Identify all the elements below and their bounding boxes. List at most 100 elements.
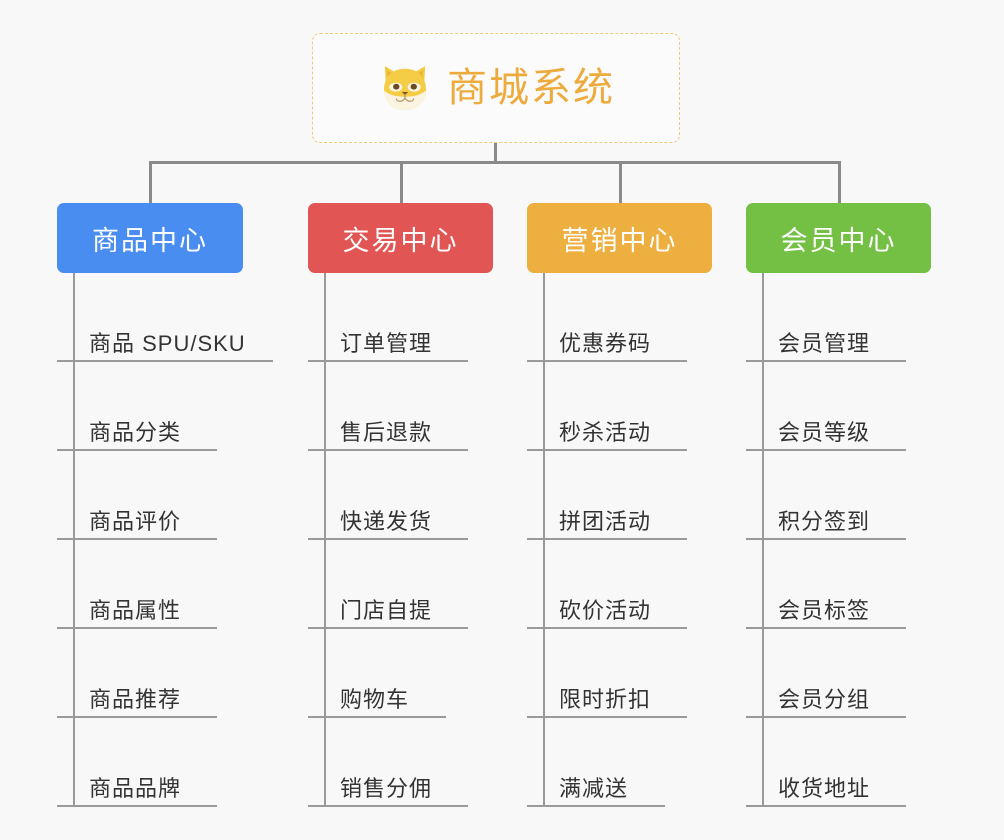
leaf-item[interactable]: 积分签到 (746, 451, 906, 540)
leaf-underline (57, 805, 217, 807)
leaf-item[interactable]: 会员分组 (746, 629, 906, 718)
category-label-2: 交易中心 (342, 225, 459, 256)
leaf-underline (527, 449, 687, 451)
branch-spine-1 (73, 273, 75, 807)
leaf-label: 订单管理 (340, 330, 433, 356)
category-box-4[interactable]: 会员中心 (746, 203, 931, 273)
leaf-label: 秒杀活动 (559, 419, 652, 445)
leaf-underline (308, 449, 468, 451)
leaf-item[interactable]: 订单管理 (308, 273, 468, 362)
leaf-item[interactable]: 砍价活动 (527, 540, 687, 629)
leaf-underline (308, 716, 446, 718)
branch-column-1: 商品中心 商品 SPU/SKU 商品分类 商品评价 商品属性 商品推荐 (57, 203, 273, 807)
leaf-underline (746, 360, 906, 362)
shiba-dog-face-icon (377, 60, 433, 116)
leaf-underline (746, 716, 906, 718)
leaf-label: 会员分组 (778, 686, 871, 712)
leaf-item[interactable]: 拼团活动 (527, 451, 687, 540)
leaf-item[interactable]: 秒杀活动 (527, 362, 687, 451)
leaf-underline (527, 627, 687, 629)
leaf-label: 积分签到 (778, 508, 871, 534)
branch-spine-3 (543, 273, 545, 807)
leaf-label: 满减送 (559, 775, 629, 801)
leaf-label: 售后退款 (340, 419, 433, 445)
leaf-item[interactable]: 会员等级 (746, 362, 906, 451)
leaf-label: 销售分佣 (340, 775, 433, 801)
leaf-label: 商品推荐 (89, 686, 182, 712)
leaf-label: 收货地址 (778, 775, 871, 801)
leaf-item[interactable]: 购物车 (308, 629, 446, 718)
leaf-label: 商品分类 (89, 419, 182, 445)
leaf-underline (308, 627, 468, 629)
leaf-underline (57, 716, 217, 718)
leaf-underline (746, 805, 906, 807)
leaf-underline (308, 805, 468, 807)
leaf-item[interactable]: 优惠券码 (527, 273, 687, 362)
root-title: 商城系统 (447, 66, 615, 110)
leaf-item[interactable]: 商品属性 (57, 540, 246, 629)
leaf-label: 拼团活动 (559, 508, 652, 534)
leaf-underline (746, 449, 906, 451)
leaf-item[interactable]: 满减送 (527, 718, 665, 807)
leaf-underline (57, 627, 217, 629)
leaf-list-2: 订单管理 售后退款 快递发货 门店自提 购物车 销售分佣 (308, 273, 468, 807)
branch-column-3: 营销中心 优惠券码 秒杀活动 拼团活动 砍价活动 限时折扣 (527, 203, 712, 807)
leaf-label: 优惠券码 (559, 330, 652, 356)
branch-spine-4 (762, 273, 764, 807)
leaf-label: 商品评价 (89, 508, 182, 534)
category-box-1[interactable]: 商品中心 (57, 203, 243, 273)
leaf-label: 购物车 (340, 686, 410, 712)
category-label-3: 营销中心 (561, 225, 678, 256)
category-label-1: 商品中心 (92, 225, 208, 256)
leaf-label: 门店自提 (340, 597, 433, 623)
leaf-underline (527, 538, 687, 540)
leaf-item[interactable]: 限时折扣 (527, 629, 687, 718)
branch-column-4: 会员中心 会员管理 会员等级 积分签到 会员标签 会员分组 (746, 203, 931, 807)
connector-root-stem (494, 143, 497, 163)
leaf-item[interactable]: 商品评价 (57, 451, 246, 540)
leaf-underline (57, 538, 217, 540)
leaf-underline (746, 627, 906, 629)
leaf-label: 商品 SPU/SKU (89, 330, 246, 356)
leaf-item[interactable]: 销售分佣 (308, 718, 468, 807)
leaf-underline (308, 360, 468, 362)
category-box-2[interactable]: 交易中心 (308, 203, 493, 273)
leaf-label: 商品品牌 (89, 775, 182, 801)
leaf-item[interactable]: 售后退款 (308, 362, 468, 451)
leaf-item[interactable]: 商品品牌 (57, 718, 246, 807)
branch-column-2: 交易中心 订单管理 售后退款 快递发货 门店自提 购物车 (308, 203, 493, 807)
leaf-underline (527, 716, 687, 718)
leaf-label: 会员管理 (778, 330, 871, 356)
leaf-item[interactable]: 会员标签 (746, 540, 906, 629)
leaf-item[interactable]: 商品分类 (57, 362, 246, 451)
leaf-item[interactable]: 收货地址 (746, 718, 906, 807)
branch-spine-2 (324, 273, 326, 807)
leaf-label: 快递发货 (340, 508, 433, 534)
connector-horizontal-bus (150, 161, 840, 164)
leaf-list-4: 会员管理 会员等级 积分签到 会员标签 会员分组 收货地址 (746, 273, 906, 807)
leaf-item[interactable]: 门店自提 (308, 540, 468, 629)
leaf-underline (57, 449, 217, 451)
category-label-4: 会员中心 (780, 225, 897, 256)
category-box-3[interactable]: 营销中心 (527, 203, 712, 273)
leaf-label: 砍价活动 (559, 597, 652, 623)
leaf-underline (308, 538, 468, 540)
leaf-label: 限时折扣 (559, 686, 652, 712)
leaf-list-1: 商品 SPU/SKU 商品分类 商品评价 商品属性 商品推荐 商品品牌 (57, 273, 273, 807)
leaf-item[interactable]: 快递发货 (308, 451, 468, 540)
leaf-underline (57, 360, 273, 362)
leaf-item[interactable]: 会员管理 (746, 273, 906, 362)
connector-drop-4 (838, 161, 841, 205)
connector-drop-2 (400, 161, 403, 205)
leaf-underline (527, 805, 665, 807)
leaf-item[interactable]: 商品 SPU/SKU (57, 273, 273, 362)
leaf-label: 会员等级 (778, 419, 871, 445)
leaf-list-3: 优惠券码 秒杀活动 拼团活动 砍价活动 限时折扣 满减送 (527, 273, 687, 807)
leaf-underline (527, 360, 687, 362)
connector-drop-3 (619, 161, 622, 205)
connector-drop-1 (149, 161, 152, 205)
leaf-label: 会员标签 (778, 597, 871, 623)
leaf-label: 商品属性 (89, 597, 182, 623)
leaf-item[interactable]: 商品推荐 (57, 629, 246, 718)
root-node[interactable]: 商城系统 (312, 33, 680, 143)
